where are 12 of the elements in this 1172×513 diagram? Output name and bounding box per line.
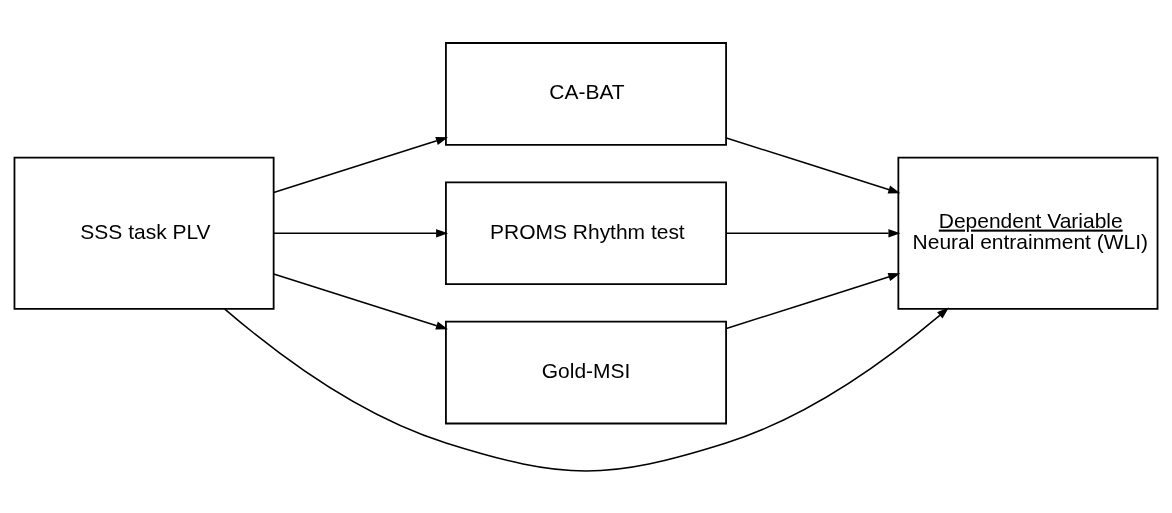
arrow	[725, 272, 901, 329]
node-box: Gold-MSI	[445, 320, 727, 424]
node-box: SSS task PLV	[13, 156, 275, 310]
arrow	[272, 228, 449, 237]
node-box: Dependent Variable Neural entrainment (WLI)	[897, 156, 1159, 310]
arrow	[272, 272, 448, 330]
arrow	[725, 136, 901, 194]
arrow	[272, 136, 448, 193]
node-box: PROMS Rhythm test	[445, 180, 727, 285]
node-box: CA-BAT	[445, 41, 727, 146]
arrow	[725, 228, 901, 237]
arrow	[224, 307, 949, 472]
